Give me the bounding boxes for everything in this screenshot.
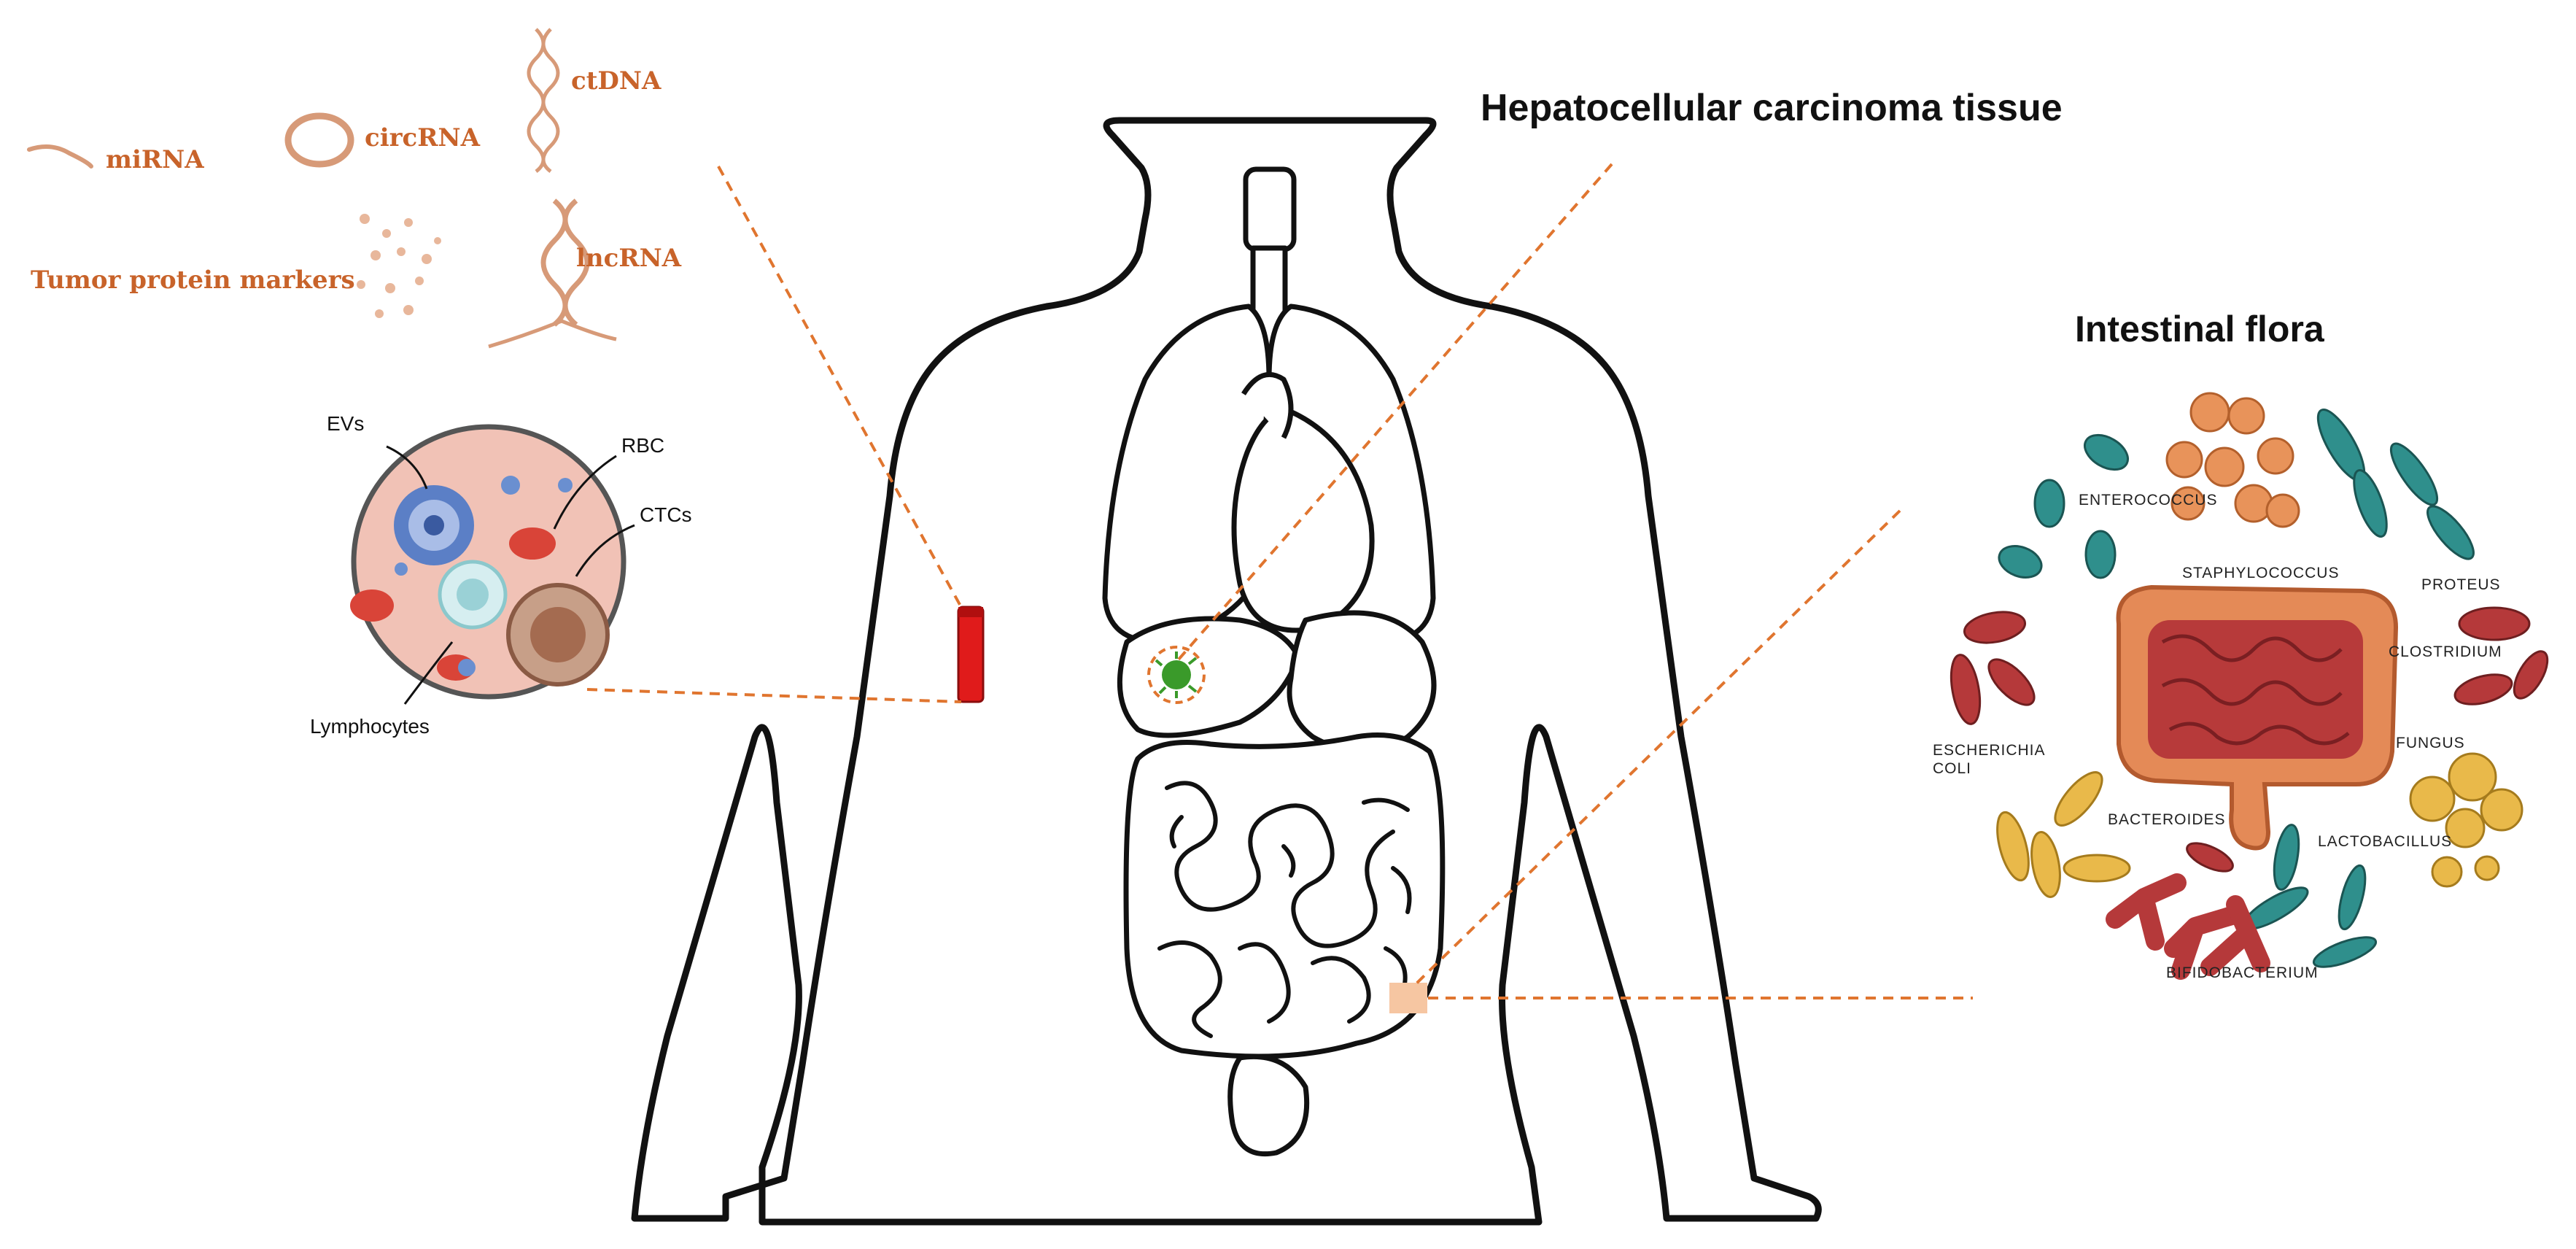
blood-tube — [957, 606, 985, 703]
label-escherichia: ESCHERICHIA — [1933, 742, 2046, 759]
label-lymphocytes: Lymphocytes — [310, 715, 430, 738]
blood-sample: EVs RBC CTCs Lymphocytes — [310, 412, 692, 738]
ctdna-icon — [527, 28, 560, 173]
stool-sample-patch — [1389, 983, 1427, 1013]
leader-lines — [586, 163, 1973, 999]
label-clostridium: CLOSTRIDIUM — [2389, 643, 2502, 660]
label-bifidobacterium: BIFIDOBACTERIUM — [2166, 964, 2319, 981]
tumor-marker — [1147, 646, 1206, 704]
label-lactobacillus: LACTOBACILLUS — [2318, 833, 2452, 850]
red-rod-bacteria — [1950, 606, 2549, 873]
title-intestinal-flora: Intestinal flora — [2075, 309, 2325, 349]
enterococcus-bacteria — [1998, 433, 2129, 579]
label-fungus: FUNGUS — [2396, 735, 2465, 751]
lymphocyte-cell — [438, 560, 508, 630]
biomarker-lncrna: lncRNA — [576, 244, 682, 273]
liver — [1117, 616, 1301, 738]
staphylococcus-bacteria — [2165, 392, 2300, 528]
intestines — [1123, 732, 1446, 1157]
biomarker-tumor-protein: Tumor protein markers — [31, 266, 355, 295]
biomarkers-panel: miRNA circRNA ctDNA Tumor protein marker… — [27, 28, 682, 349]
heart — [1231, 371, 1375, 633]
biomarker-ctdna: ctDNA — [571, 66, 662, 96]
label-staphylococcus: STAPHYLOCOCCUS — [2182, 565, 2339, 581]
ctc-cell — [506, 583, 610, 687]
label-enterococcus: ENTEROCOCCUS — [2079, 492, 2218, 509]
yellow-rod-bacteria — [1996, 771, 2131, 898]
intestinal-flora-panel: ENTEROCOCCUS STAPHYLOCOCCUS PROTEUS CLOS… — [1933, 392, 2549, 981]
protein-dots-icon — [357, 214, 441, 318]
biomarker-circrna: circRNA — [365, 123, 481, 152]
biomarker-mirna: miRNA — [106, 145, 204, 174]
ev-cell — [394, 485, 474, 565]
lncrna-icon — [488, 198, 617, 349]
lactobacillus-bacteria — [2242, 824, 2378, 968]
bifidobacterium-bacteria — [2106, 873, 2270, 980]
label-coli: COLI — [1933, 760, 1971, 777]
colon-illustration — [2116, 584, 2399, 851]
label-evs: EVs — [327, 412, 364, 435]
title-hcc-tissue: Hepatocellular carcinoma tissue — [1481, 87, 2063, 129]
proteus-bacteria — [2316, 409, 2475, 560]
small-particles — [395, 476, 573, 676]
mirna-icon — [27, 144, 93, 169]
fungus-cells — [2409, 752, 2523, 888]
label-proteus: PROTEUS — [2421, 576, 2501, 593]
label-ctcs: CTCs — [640, 503, 692, 526]
circrna-icon — [284, 112, 354, 168]
stomach — [1287, 610, 1437, 754]
label-rbc: RBC — [621, 434, 664, 457]
body-outline — [631, 117, 1822, 1226]
label-bacteroides: BACTEROIDES — [2108, 811, 2226, 828]
label-arrows — [386, 445, 635, 705]
